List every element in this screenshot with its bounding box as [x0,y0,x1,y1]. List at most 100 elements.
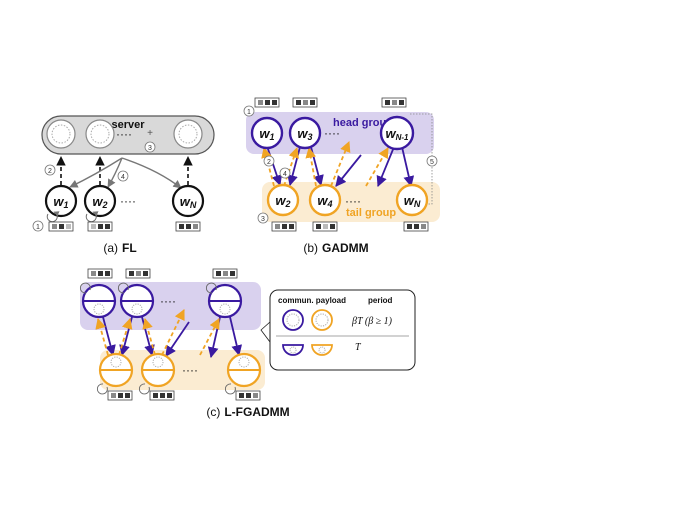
svg-text:wN-1: wN-1 [385,126,409,142]
step-2-marker-a: 2 [44,164,56,176]
arrow-c-t1-h2 [118,317,133,356]
legend-row2-period: T [355,342,362,353]
svg-text:1: 1 [36,224,40,231]
dataset-icon-wn [175,221,201,232]
svg-text:w4: w4 [317,193,332,209]
head-node-c-3 [205,282,243,319]
worker-wn-a: wN [171,184,205,218]
tail-node-c-2 [138,352,176,395]
dataset-icon-b-w4 [312,221,338,232]
worker-wn-b: wN [395,183,429,217]
step-3-marker-b: 3 [257,212,269,224]
svg-text:w1: w1 [259,126,274,142]
svg-text:4: 4 [283,171,287,178]
step-1-marker-a: 1 [32,220,44,232]
legend-col-period: period [368,296,393,305]
tail-group-label: tail group [346,207,396,219]
worker-w3-b: w3 [288,116,322,150]
svg-text:3: 3 [261,216,265,223]
caption-a: (a)FL [103,241,136,255]
step-4-marker-a: 4 [117,170,129,182]
worker-w1-a: w1 [44,184,78,218]
server-model-1 [46,119,76,149]
head-node-c-2 [117,282,155,319]
dataset-icon-b-w3 [292,97,318,108]
dataset-icon-b-w2 [271,221,297,232]
legend-box: commun. payload period βT (β ≥ 1) T [269,289,416,371]
panel-b-gadmm: head group tail group 1 [243,97,440,255]
dataset-icon-c-h1 [87,268,113,279]
dataset-icon-w2 [87,221,113,232]
svg-text:wN: wN [180,194,197,210]
worker-w4-b: w4 [308,183,342,217]
broadcast-arrow-w2 [107,157,123,188]
svg-text:1: 1 [247,109,251,116]
server-model-2 [85,119,115,149]
caption-b: (b)GADMM [303,241,368,255]
svg-text:5: 5 [430,159,434,166]
server-model-n [173,119,203,149]
arrow-wn1-wn [401,146,415,188]
worker-w2-b: w2 [266,183,300,217]
arrow-w4-ellipsis [330,141,351,187]
legend-col-payload: commun. payload [278,296,346,305]
tail-node-c-1 [96,352,134,395]
arrow-c-t1-h1 [95,317,109,356]
dataset-icon-w1 [48,221,74,232]
server-ellipsis: ···· [116,127,132,141]
arrow-c-h3-t3 [229,316,243,357]
arrow-wn1-tail [376,146,395,187]
head-ellipsis-c: ···· [160,294,176,308]
svg-text:wN: wN [404,193,421,209]
step-2-marker-b: 2 [263,155,275,167]
arrow-c-t2-ell [161,309,185,356]
tail-group-band [262,182,440,222]
local-update-loop-w2 [85,211,99,223]
tail-node-c-3 [224,352,262,395]
legend-partial-model-purple [282,344,304,356]
arrow-c-ell-t2 [165,321,190,357]
workers-ellipsis-a: ···· [120,194,136,208]
legend-full-model-purple [282,309,304,331]
svg-text:2: 2 [48,168,52,175]
svg-text:w2: w2 [275,193,290,209]
svg-text:4: 4 [121,174,125,181]
worker-wn1-b: wN-1 [379,115,415,151]
dataset-icon-c-t1 [107,390,133,401]
svg-text:2: 2 [267,159,271,166]
legend-callout-pointer [260,321,271,344]
dataset-icon-b-w1 [254,97,280,108]
step-5-marker-b: 5 [426,155,438,167]
arrow-tail-wn1 [365,147,389,187]
server-label: server [111,119,145,131]
panel-c-lfgadmm: ···· ···· [79,268,416,419]
dataset-icon-c-t2 [149,390,175,401]
dataset-icon-c-h3 [212,268,238,279]
caption-c: (c)L-FGADMM [206,405,289,419]
dataset-icon-b-wn1 [381,97,407,108]
arrow-ellipsis-w4 [335,154,362,187]
worker-w1-b: w1 [250,116,284,150]
arrow-c-t2-h2 [142,317,156,356]
tail-ellipsis-b: ···· [345,194,361,208]
panel-a-fl: server ···· + 3 2 [32,115,215,255]
legend-row1-period: βT (β ≥ 1) [351,316,393,327]
step-3-marker-a: 3 [144,141,156,153]
head-node-c-1 [79,282,117,319]
tail-group-band-c [100,350,265,390]
head-group-label: head group [333,117,393,129]
legend-full-model-orange [311,309,333,331]
local-update-loop-w1 [46,211,60,223]
legend-partial-model-orange [311,344,333,356]
broadcast-arrow-w1 [69,157,123,188]
svg-text:3: 3 [148,145,152,152]
server-box [41,115,215,155]
head-ellipsis-b: ···· [324,126,340,140]
server-plus: + [147,128,153,139]
worker-w2-a: w2 [83,184,117,218]
tail-ellipsis-c: ···· [182,363,198,377]
step-4-marker-b: 4 [279,167,291,179]
svg-text:w2: w2 [92,194,107,210]
step-1-marker-b: 1 [243,105,255,117]
